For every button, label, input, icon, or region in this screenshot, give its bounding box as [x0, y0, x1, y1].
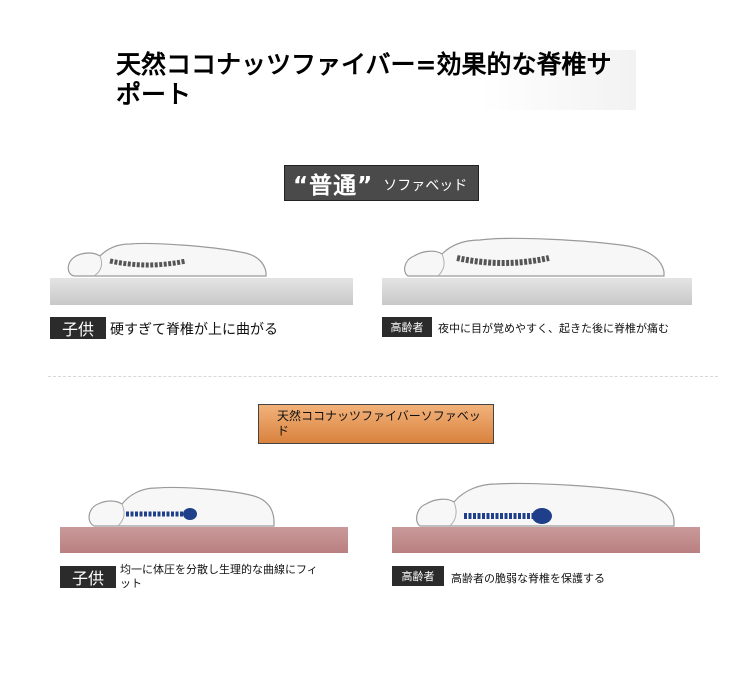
normal-sofa-bed-banner: “普通” ソファベッド [284, 165, 479, 201]
child-body-figure-normal [67, 242, 267, 277]
elder-body-figure-normal [404, 237, 665, 277]
normal-banner-rest: ソファベッド [383, 178, 468, 194]
normal-banner-quoted: “普通” [293, 173, 374, 199]
elder-tag-coconut: 高齢者 [392, 566, 444, 586]
elder-spine-coconut [464, 508, 552, 524]
elder-caption-normal: 夜中に目が覚めやすく、起きた後に脊椎が痛む [438, 322, 669, 335]
child-caption-normal: 硬すぎて脊椎が上に曲がる [110, 322, 278, 338]
child-tag-normal: 子供 [50, 317, 106, 339]
normal-mat-child [50, 278, 353, 305]
elder-tag-normal: 高齢者 [382, 317, 432, 337]
section-divider [48, 376, 718, 377]
child-tag-coconut: 子供 [60, 566, 116, 588]
coconut-mat-child [60, 527, 348, 553]
elder-caption-coconut: 高齢者の脆弱な脊椎を保護する [451, 572, 605, 585]
page-title: 天然ココナッツファイバー=効果的な脊椎サポート [116, 50, 636, 110]
child-caption-coconut: 均一に体圧を分散し生理的な曲線にフィット [120, 563, 318, 590]
elder-body-figure-coconut [416, 482, 675, 527]
child-spine-normal [109, 258, 187, 268]
coconut-sofa-bed-banner: 天然ココナッツファイバーソファベッド [258, 404, 494, 444]
normal-mat-elder [382, 278, 692, 305]
elder-spine-normal [456, 255, 550, 266]
coconut-mat-elder [392, 527, 700, 553]
child-spine-coconut [126, 508, 197, 520]
